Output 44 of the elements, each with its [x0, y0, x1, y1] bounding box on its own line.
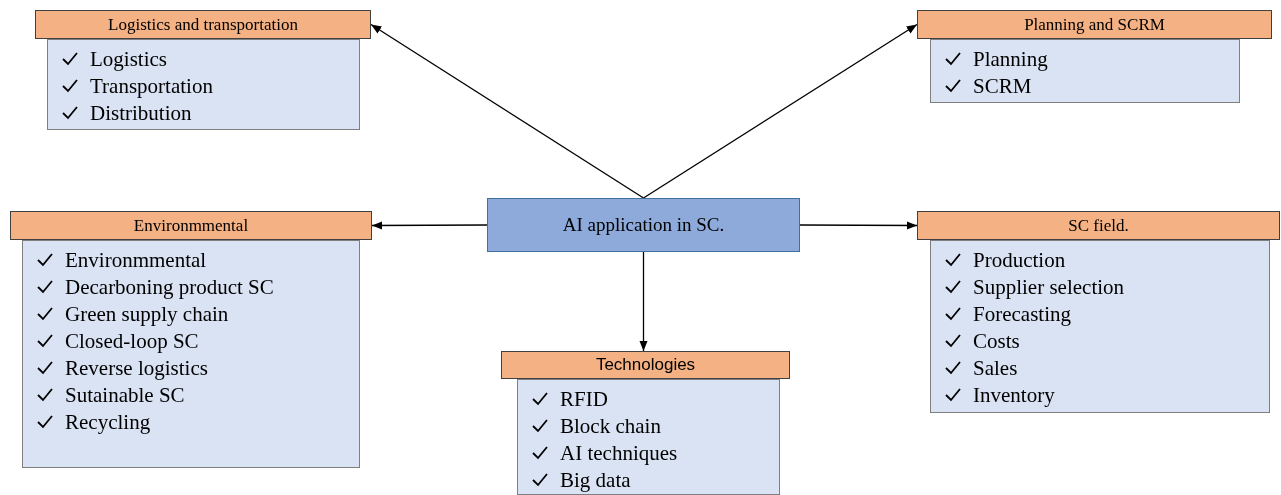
item-list-box — [930, 39, 1240, 103]
arrow — [799, 221, 918, 230]
item-list-box — [930, 240, 1270, 413]
item-list-box — [47, 39, 360, 130]
category-header — [10, 211, 372, 240]
list-item: Costs — [973, 328, 1020, 355]
list-item: Planning — [973, 46, 1048, 73]
category-title: Planning and SCRM — [1024, 14, 1165, 35]
list-item: Sutainable SC — [65, 382, 185, 409]
list-item: Recycling — [65, 409, 151, 436]
list-item: Closed-loop SC — [65, 328, 199, 355]
list-item: Big data — [560, 467, 631, 494]
item-list-box — [22, 240, 360, 468]
list-item: Reverse logistics — [65, 355, 208, 382]
list-item: Sales — [973, 355, 1018, 382]
category-header — [501, 351, 790, 379]
list-item: Block chain — [560, 413, 661, 440]
list-item: Decarboning product SC — [65, 274, 274, 301]
list-item: Forecasting — [973, 301, 1071, 328]
category-title: Environmmental — [133, 215, 249, 236]
arrow — [642, 23, 918, 199]
list-item: SCRM — [973, 73, 1032, 100]
list-item: Logistics — [90, 46, 167, 73]
category-title: SC field. — [1068, 215, 1129, 236]
list-item: Transportation — [90, 73, 213, 100]
category-title: Technologies — [595, 355, 696, 375]
category-header — [917, 10, 1272, 39]
list-item: Supplier selection — [973, 274, 1125, 301]
category-header — [917, 211, 1280, 240]
list-item: AI techniques — [560, 440, 678, 467]
category-title: Logistics and transportation — [108, 14, 298, 35]
arrow — [371, 221, 488, 230]
list-item: Green supply chain — [65, 301, 229, 328]
central-label: AI application in SC. — [562, 214, 725, 236]
central-box — [487, 198, 800, 252]
list-item: Inventory — [973, 382, 1055, 409]
arrow — [639, 251, 648, 352]
arrow — [370, 23, 645, 199]
category-header — [35, 10, 371, 39]
item-list-box — [517, 379, 780, 495]
list-item: RFID — [560, 386, 608, 413]
list-item: Distribution — [90, 100, 192, 127]
list-item: Production — [973, 247, 1066, 274]
list-item: Environmmental — [65, 247, 207, 274]
